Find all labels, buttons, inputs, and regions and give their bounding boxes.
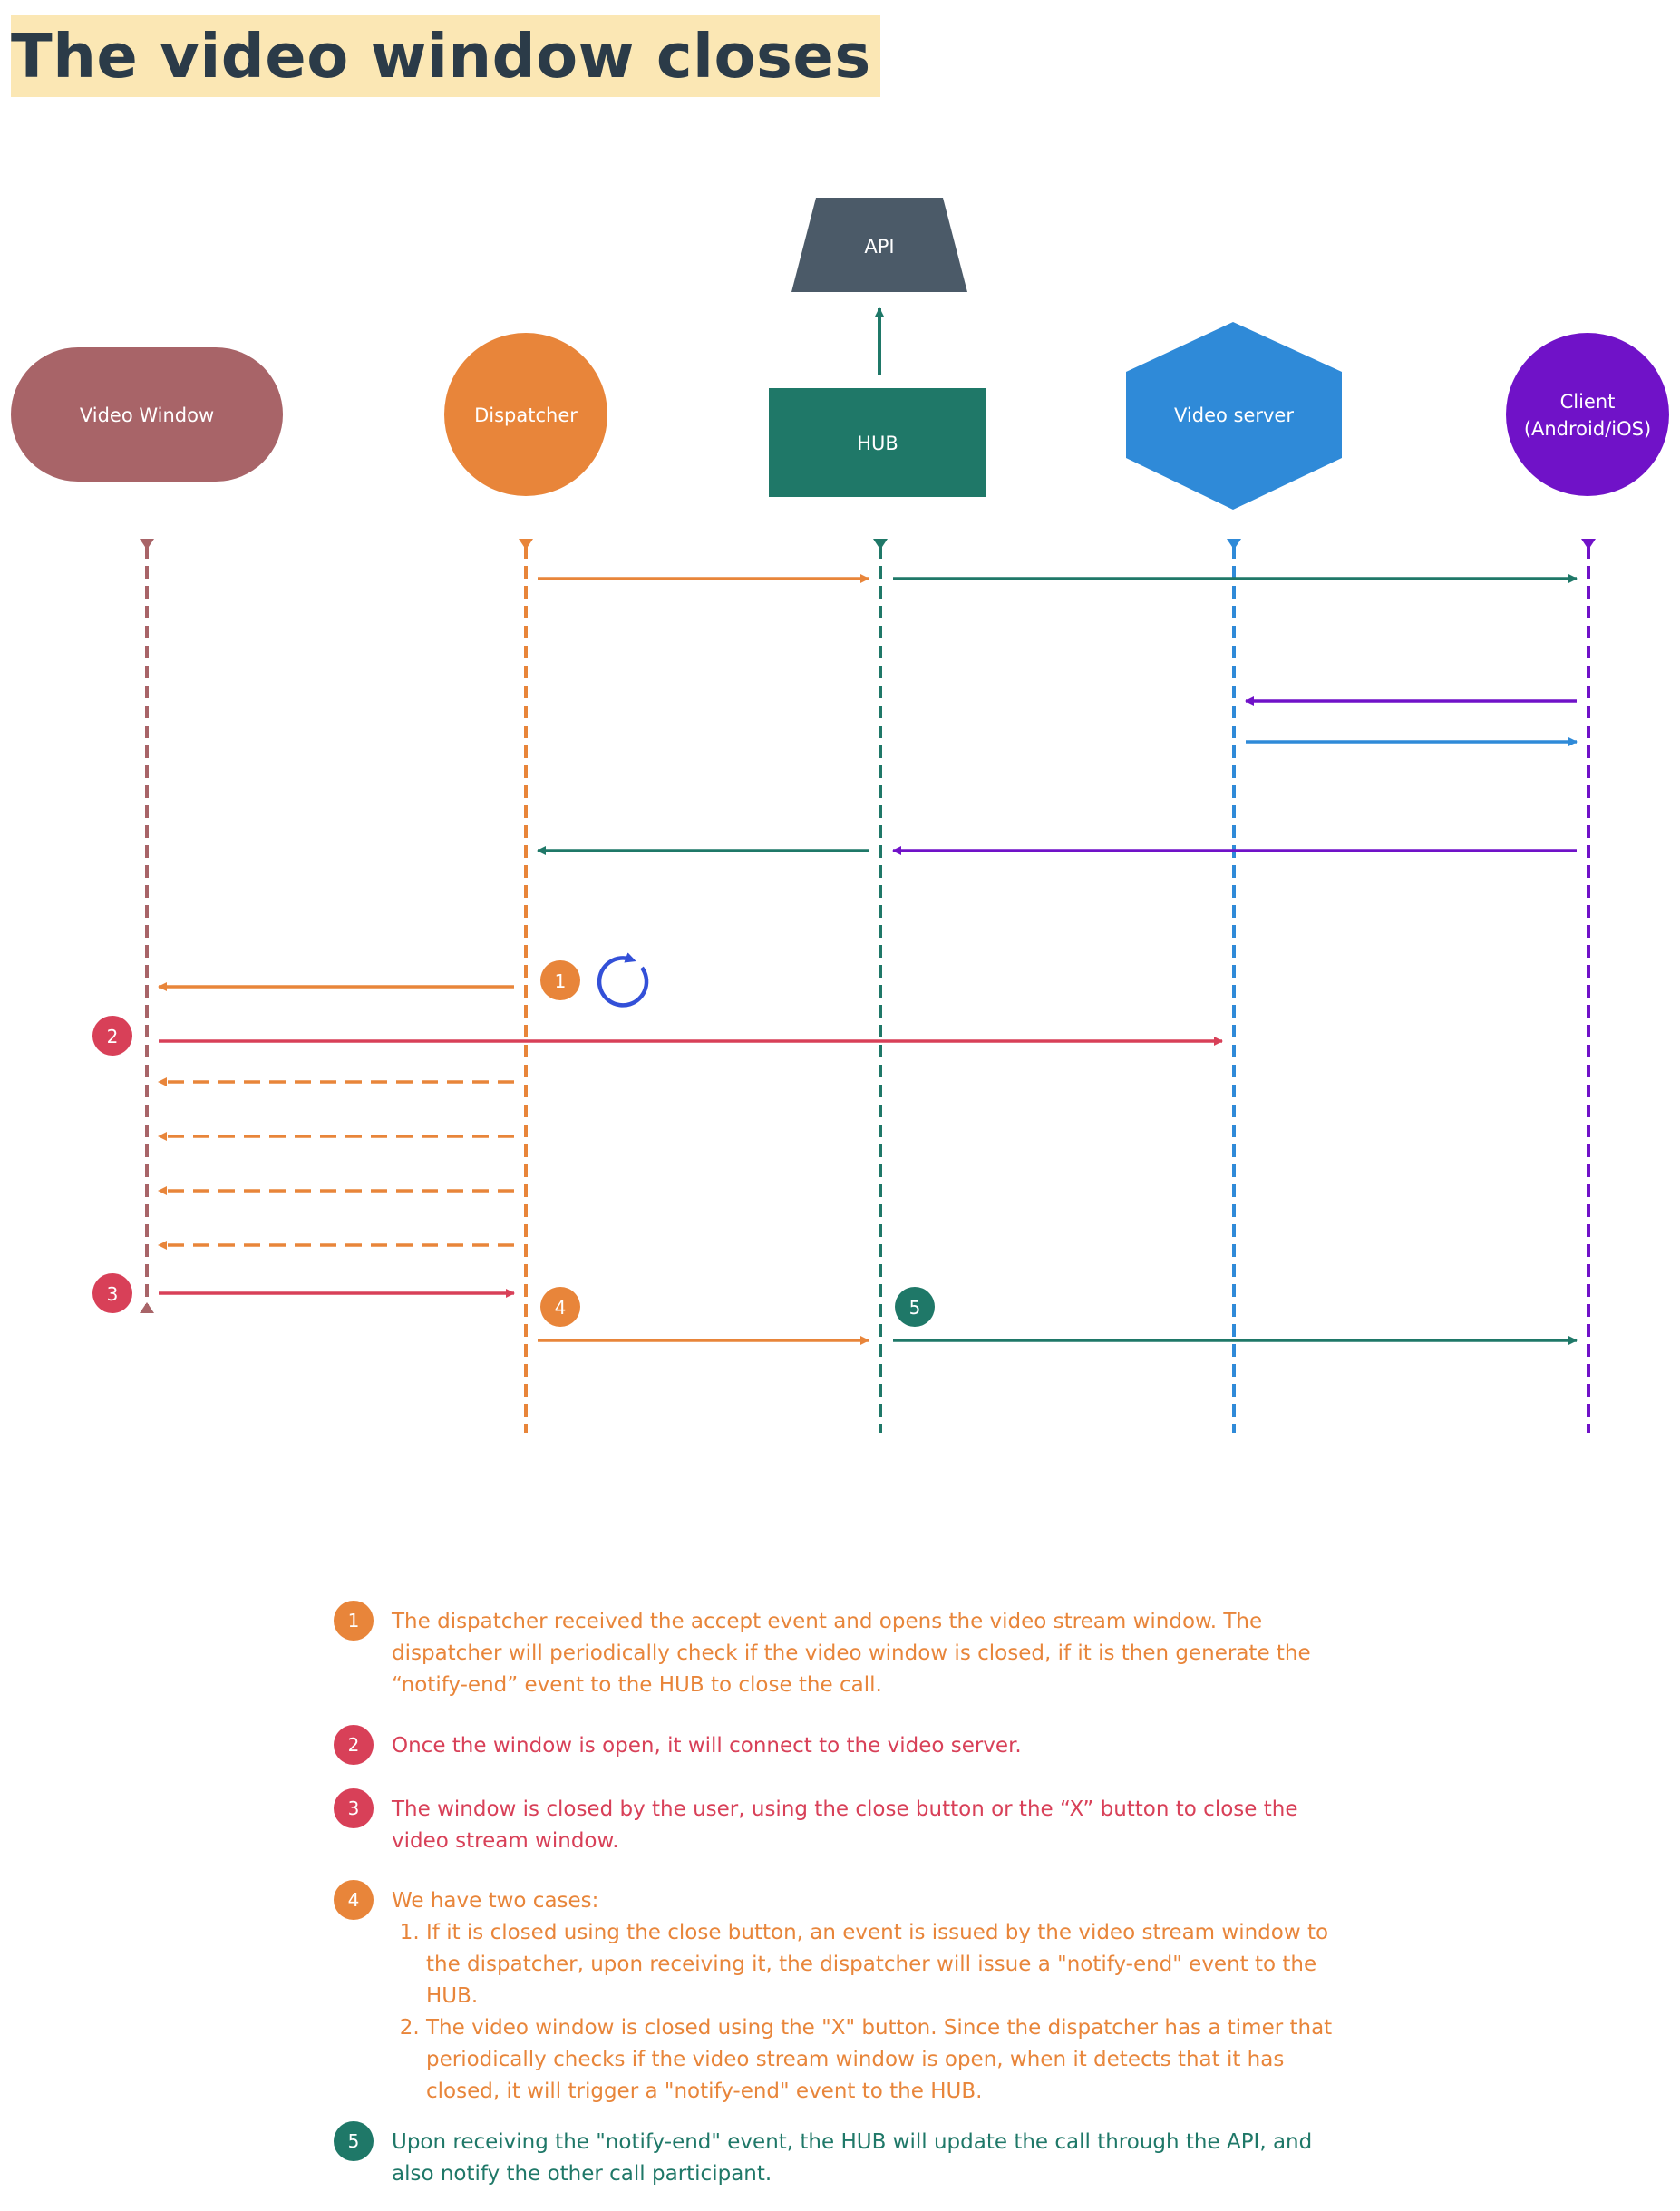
note-5-number: 5	[334, 2121, 374, 2161]
lifeline-hub	[873, 539, 888, 1433]
actor-video-server: Video server	[1126, 322, 1342, 510]
lifeline-video-server	[1227, 539, 1241, 1433]
step-marker-4: 4	[540, 1287, 580, 1327]
note-3-number: 3	[334, 1788, 374, 1828]
actor-dispatcher-label: Dispatcher	[474, 404, 578, 426]
actor-client-label-line2: (Android/iOS)	[1524, 418, 1651, 440]
step-marker-5: 5	[895, 1287, 935, 1327]
actor-api-label: API	[864, 236, 894, 258]
step-marker-2-label: 2	[107, 1026, 119, 1047]
actor-hub-label: HUB	[857, 433, 898, 454]
actor-dispatcher: Dispatcher	[444, 333, 607, 496]
actor-client: Client (Android/iOS)	[1506, 333, 1669, 496]
lifeline-client	[1581, 539, 1596, 1433]
step-marker-4-label: 4	[555, 1297, 567, 1319]
step-marker-5-label: 5	[909, 1297, 921, 1319]
actor-video-window-label: Video Window	[80, 404, 214, 426]
note-4-text: We have two cases: If it is closed using…	[392, 1885, 1335, 2108]
step-marker-1: 1	[540, 960, 580, 1000]
step-marker-2: 2	[92, 1016, 132, 1056]
lifeline-dispatcher	[519, 539, 533, 1433]
note-4-case-1: If it is closed using the close button, …	[426, 1917, 1335, 2012]
sequence-diagram: Video Window Dispatcher API HUB Video se…	[11, 198, 1669, 1433]
step-marker-3-label: 3	[107, 1283, 119, 1305]
note-4-number: 4	[334, 1880, 374, 1920]
note-3-text: The window is closed by the user, using …	[392, 1797, 1298, 1853]
actor-api: API	[791, 198, 967, 292]
note-1-number: 1	[334, 1601, 374, 1641]
note-2-text: Once the window is open, it will connect…	[392, 1734, 1022, 1758]
note-5-text: Upon receiving the "notify-end" event, t…	[392, 2130, 1313, 2186]
note-1-text: The dispatcher received the accept event…	[392, 1610, 1311, 1697]
actor-video-window: Video Window	[11, 347, 283, 482]
actor-client-label-line1: Client	[1560, 391, 1616, 413]
note-4-case-2: The video window is closed using the "X"…	[426, 2012, 1335, 2108]
refresh-icon	[597, 952, 649, 1008]
lifeline-video-window	[140, 539, 154, 1313]
note-4-cases: If it is closed using the close button, …	[392, 1917, 1335, 2108]
step-marker-1-label: 1	[555, 970, 567, 992]
actor-hub: HUB	[769, 388, 986, 497]
page-title: The video window closes	[11, 15, 880, 97]
actor-video-server-label: Video server	[1174, 404, 1294, 426]
note-2-number: 2	[334, 1725, 374, 1765]
step-marker-3: 3	[92, 1273, 132, 1313]
note-4-intro: We have two cases:	[392, 1889, 599, 1913]
